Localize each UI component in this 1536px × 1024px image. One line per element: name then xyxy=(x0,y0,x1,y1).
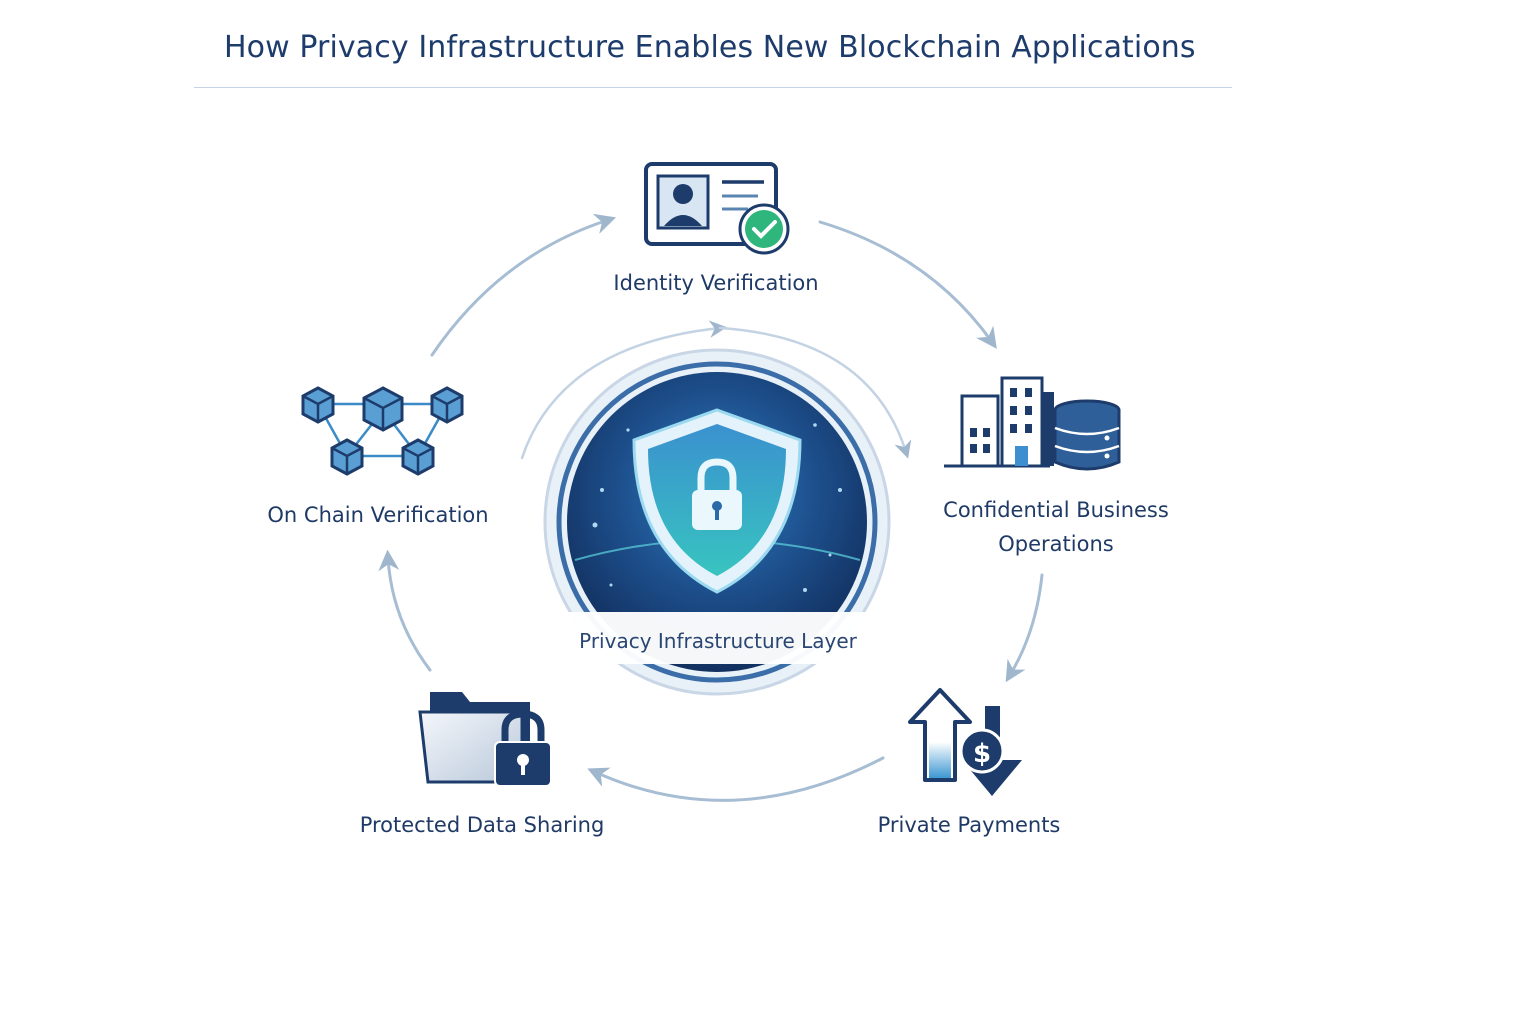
cycle-arrows xyxy=(378,213,1044,802)
block-cube xyxy=(401,438,435,476)
buildings-database-icon xyxy=(944,376,1121,471)
inner-arcs xyxy=(520,320,912,460)
sparkle-dots xyxy=(592,423,842,592)
node-label-onchain: On Chain Verification xyxy=(267,503,489,527)
svg-text:$: $ xyxy=(973,739,991,769)
arrow-payments-to-data xyxy=(587,756,885,802)
payment-arrows-icon: $ xyxy=(908,688,1022,796)
block-cube xyxy=(430,386,464,424)
title-divider xyxy=(194,87,1232,88)
node-label-confidential-text: Confidential Business Operations xyxy=(943,498,1169,556)
locked-folder-icon xyxy=(418,692,552,787)
node-label-confidential: Confidential Business Operations xyxy=(916,493,1196,561)
node-label-data: Protected Data Sharing xyxy=(359,813,605,837)
core-label-plate xyxy=(560,612,876,664)
block-network-icon xyxy=(301,386,464,476)
arrow-data-to-onchain xyxy=(378,549,432,672)
node-label-payments: Private Payments xyxy=(877,813,1061,837)
inner-arc-right xyxy=(718,326,912,459)
node-label-identity: Identity Verification xyxy=(613,271,819,295)
id-card-check-icon xyxy=(644,162,790,255)
privacy-core xyxy=(543,348,891,696)
arrow-identity-to-confidential xyxy=(818,220,997,349)
shield-lock-icon xyxy=(632,408,802,594)
block-cube xyxy=(362,386,404,432)
arrow-confidential-to-payments xyxy=(1005,573,1044,683)
core-label: Privacy Infrastructure Layer xyxy=(579,629,857,653)
page-title: How Privacy Infrastructure Enables New B… xyxy=(224,30,1196,65)
block-cube xyxy=(301,386,335,424)
inner-arc-left xyxy=(520,320,727,460)
arrow-onchain-to-identity xyxy=(430,213,616,357)
block-cube xyxy=(330,438,364,476)
